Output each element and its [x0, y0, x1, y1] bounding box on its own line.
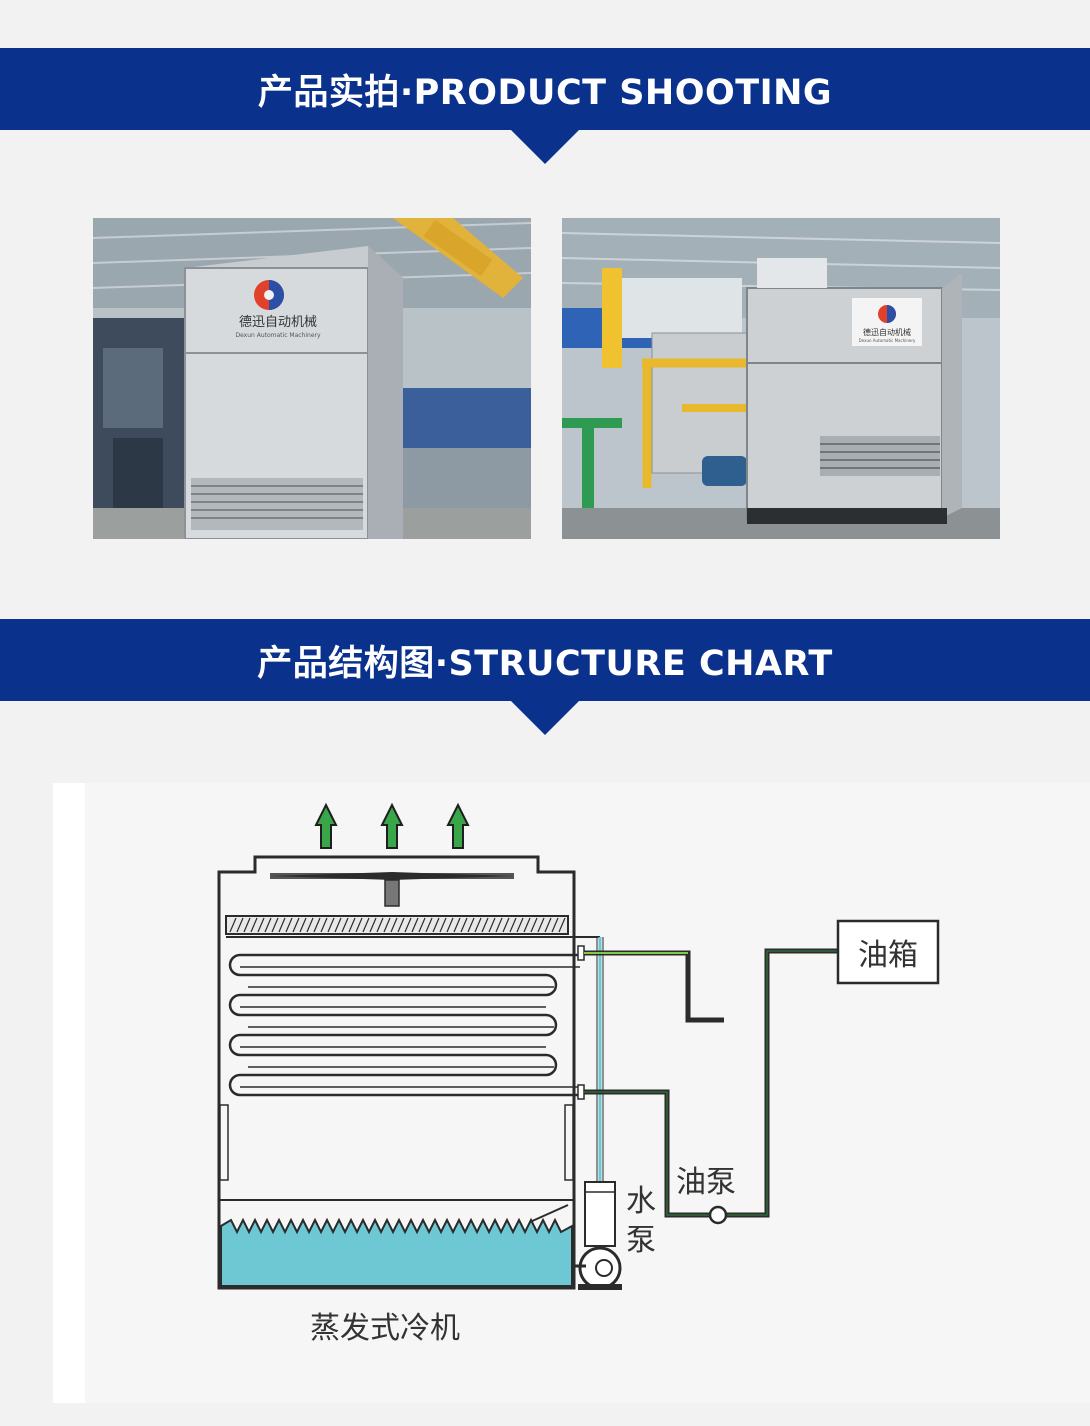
oil-circuit-pipe — [577, 948, 838, 1225]
logo-text-en: Dexun Automatic Machinery — [859, 338, 916, 343]
spray-header — [225, 915, 600, 938]
logo-text-en: Dexun Automatic Machinery — [235, 332, 321, 339]
product-photo-1: 德迅自动机械 Dexun Automatic Machinery — [93, 218, 531, 539]
oil-tank-label: 油箱 — [858, 938, 918, 973]
section-banner-structure-chart: 产品结构图·STRUCTURE CHART — [0, 619, 1090, 735]
water-pump-label-1: 水 — [626, 1184, 656, 1219]
up-arrow-icon — [380, 802, 404, 849]
exhaust-arrows — [314, 802, 470, 849]
water-pump-label-2: 泵 — [626, 1223, 656, 1258]
oil-outlet-pipe — [577, 945, 724, 1023]
section-title: 产品结构图·STRUCTURE CHART — [257, 643, 833, 684]
oil-pump-label: 油泵 — [676, 1165, 736, 1200]
fan — [270, 872, 514, 907]
coil — [228, 953, 580, 1097]
tower-housing — [217, 855, 576, 1290]
panel-edge — [53, 783, 85, 1403]
water-basin — [220, 1217, 573, 1287]
machine-name-label: 蒸发式冷机 — [310, 1311, 460, 1346]
up-arrow-icon — [446, 802, 470, 849]
structure-diagram-panel — [53, 783, 1090, 1403]
product-photo-2: 德迅自动机械 Dexun Automatic Machinery — [562, 218, 1000, 539]
oil-tank-box — [836, 919, 940, 985]
banner-pointer — [510, 129, 580, 164]
water-pump — [572, 1181, 622, 1290]
section-banner-product-shooting: 产品实拍·PRODUCT SHOOTING — [0, 48, 1090, 164]
up-arrow-icon — [314, 802, 338, 849]
logo-text-cn: 德迅自动机械 — [863, 327, 911, 337]
fan-motor — [384, 879, 400, 907]
oil-pump-symbol — [708, 1205, 728, 1225]
banner-pointer — [510, 700, 580, 735]
section-title: 产品实拍·PRODUCT SHOOTING — [257, 72, 833, 113]
logo-text-cn: 德迅自动机械 — [239, 315, 317, 330]
